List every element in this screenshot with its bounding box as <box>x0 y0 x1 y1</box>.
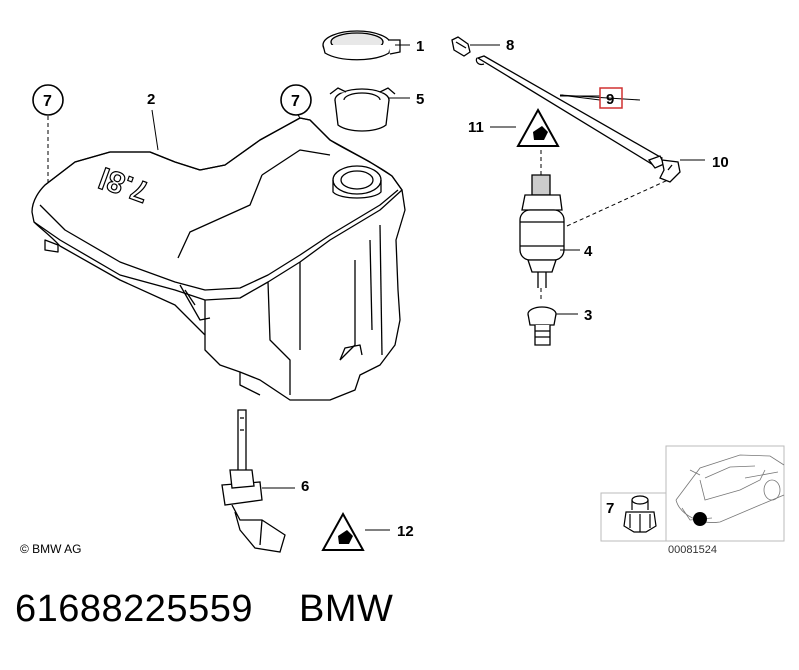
warning-label-icon-2 <box>321 511 365 551</box>
nut-part <box>623 495 657 533</box>
circled-callout-7-right: 7 <box>280 84 312 116</box>
callout-6: 6 <box>301 478 309 495</box>
grommet <box>527 306 557 346</box>
inset-panel: 7 00081524 <box>600 445 785 556</box>
connector-small <box>451 36 471 57</box>
callout-11: 11 <box>468 119 484 136</box>
callout-5: 5 <box>416 91 424 108</box>
washer-pump <box>519 174 565 288</box>
callout-1: 1 <box>416 38 424 55</box>
hose <box>475 55 665 169</box>
location-marker <box>693 512 707 526</box>
callout-4: 4 <box>584 243 593 260</box>
callout-7-right: 7 <box>291 93 300 110</box>
level-sensor <box>221 409 286 553</box>
caption: 61688225559 BMW <box>15 588 393 631</box>
callout-8: 8 <box>506 37 514 54</box>
leader-lines <box>151 44 705 531</box>
callout-7-left: 7 <box>43 93 52 110</box>
callout-2: 2 <box>147 91 155 108</box>
part-number: 61688225559 <box>15 588 253 630</box>
warning-label-icon <box>516 107 560 147</box>
reservoir-cap <box>322 30 401 61</box>
inset-callout-7: 7 <box>606 500 614 517</box>
callout-12: 12 <box>397 523 414 540</box>
copyright-notice: © BMW AG <box>20 542 82 556</box>
callout-10: 10 <box>712 154 729 171</box>
highlight-box <box>599 87 623 109</box>
washer-fluid-reservoir <box>31 117 406 401</box>
car-sketch <box>675 454 785 523</box>
callout-9: 9 <box>606 91 614 108</box>
elbow-connector <box>659 159 681 183</box>
circled-callout-7-left: 7 <box>32 84 64 116</box>
inset-reference-number: 00081524 <box>668 544 717 556</box>
brand-name: BMW <box>298 588 394 630</box>
sealing-ring <box>329 87 396 132</box>
callout-3: 3 <box>584 307 592 324</box>
dashed-leaders <box>47 116 669 300</box>
